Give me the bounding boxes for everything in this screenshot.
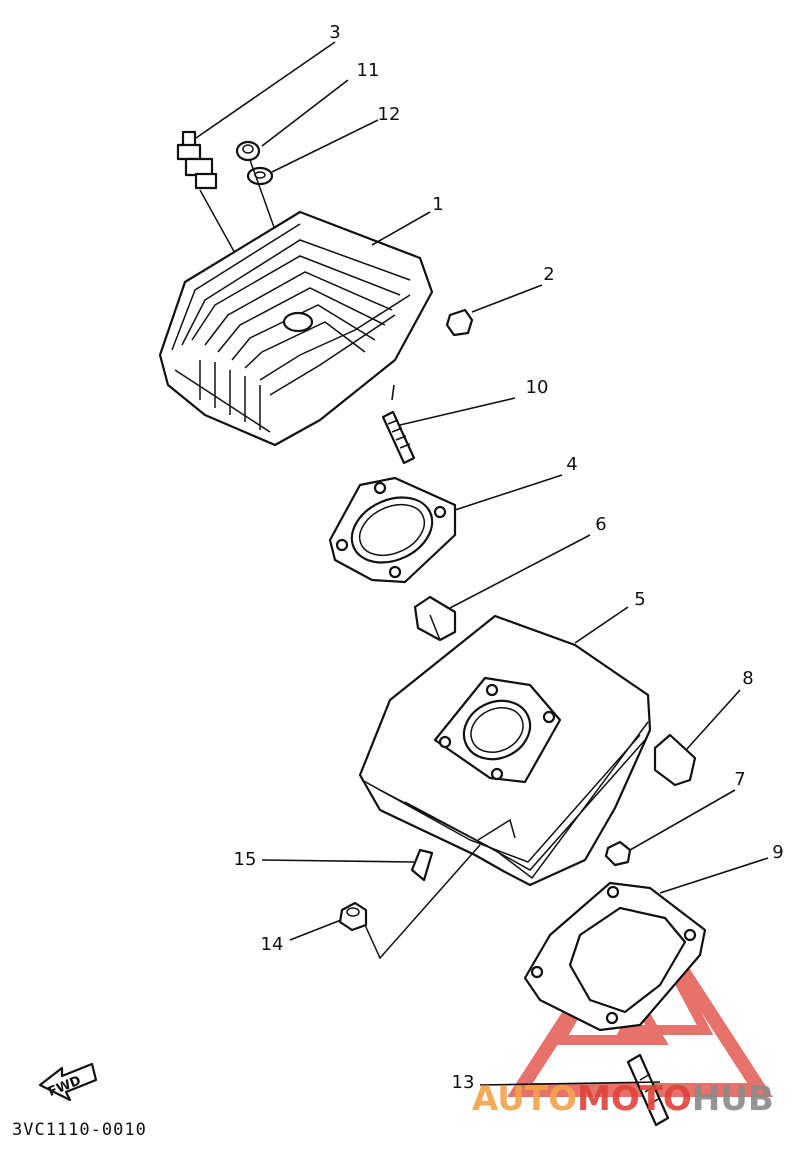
callout-4: 4: [566, 454, 577, 475]
callout-9: 9: [772, 842, 783, 863]
callout-1: 1: [432, 194, 443, 215]
callout-11: 11: [357, 60, 380, 81]
stud-part-13: [626, 1053, 670, 1127]
callout-2: 2: [543, 264, 554, 285]
callout-13: 13: [452, 1072, 475, 1093]
nut-part-14: [338, 844, 481, 960]
nut-part-2: [445, 308, 474, 337]
drawing-code: 3VC1110-0010: [12, 1120, 147, 1140]
nut-part-11: [235, 140, 261, 162]
callout-8: 8: [742, 668, 753, 689]
svg-text:AUTOMOTOHUB: AUTOMOTOHUB: [472, 1079, 774, 1119]
base-gasket-part-9: [523, 881, 707, 1032]
dowel-pin-part-6: [413, 595, 457, 642]
watermark-text: AUTOMOTOHUB: [472, 1079, 774, 1119]
fwd-arrow: FWD: [38, 1062, 98, 1102]
cylinder-head-part-1: [158, 210, 434, 447]
block-part-8: [653, 733, 697, 787]
watermark-text-moto: MOTO: [577, 1079, 692, 1119]
callout-3: 3: [329, 22, 340, 43]
callout-10: 10: [526, 377, 549, 398]
head-gasket-part-4: [328, 476, 457, 584]
callout-12: 12: [378, 104, 401, 125]
watermark-text-auto: AUTO: [472, 1079, 577, 1119]
callout-15: 15: [234, 849, 257, 870]
callout-5: 5: [634, 589, 645, 610]
callout-6: 6: [595, 514, 606, 535]
callout-7: 7: [734, 769, 745, 790]
spark-plug-part-3: [176, 130, 273, 321]
callout-labels: 3 11 12 1 2 10 4 6 5 8 7 9 15 14 13: [234, 22, 784, 1093]
nut-part-7: [604, 840, 632, 867]
leader-lines: [195, 41, 769, 1086]
washer-part-12: [246, 166, 274, 186]
watermark-text-hub: HUB: [692, 1079, 774, 1119]
stud-bolt-part-10: [381, 410, 416, 465]
callout-14: 14: [261, 934, 284, 955]
cylinder-part-5: [358, 614, 652, 887]
stud-part-15: [410, 848, 434, 882]
